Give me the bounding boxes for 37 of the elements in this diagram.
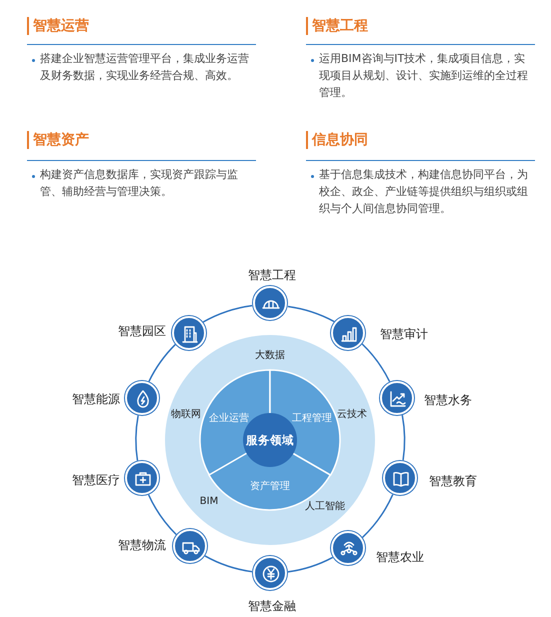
section-description: 构建资产信息数据库，实现资产跟踪与监管、辅助经营与管理决策。 xyxy=(40,167,239,200)
domain-label: 智慧审计 xyxy=(380,327,428,341)
section-heading: 智慧工程 xyxy=(306,17,368,35)
section-heading: 智慧资产 xyxy=(27,131,89,149)
domain-label: 智慧物流 xyxy=(118,538,166,552)
domain-label: 智慧金融 xyxy=(248,599,296,613)
ring-connector xyxy=(135,416,139,461)
sector-label: 工程管理 xyxy=(292,412,332,425)
section-description: 运用BIM咨询与IT技术，集成项目信息，实现项目从规划、设计、实施到运维的全过程管理。 xyxy=(319,51,529,101)
center-label: 服务领域 xyxy=(246,432,294,448)
domain-label: 智慧农业 xyxy=(376,550,424,564)
domain-label: 智慧教育 xyxy=(429,474,477,488)
domain-label: 智慧医疗 xyxy=(72,473,120,487)
ring-connector xyxy=(362,494,394,538)
technology-label: 大数据 xyxy=(255,348,285,362)
ring-connector xyxy=(148,344,176,382)
sector-label: 资产管理 xyxy=(250,480,290,493)
section-heading: 智慧运营 xyxy=(27,17,89,35)
technology-label: 云技术 xyxy=(337,408,367,421)
ring-connector xyxy=(402,415,406,460)
ring-connector xyxy=(202,304,252,323)
ring-connector xyxy=(362,343,390,382)
domain-label: 智慧工程 xyxy=(248,268,296,282)
domain-label: 智慧园区 xyxy=(118,324,166,338)
section-description: 基于信息集成技术，构建信息协同平台，为校企、政企、产业链等提供组织与组织或组织与个人间信息协同管理。 xyxy=(319,167,529,217)
domain-label: 智慧水务 xyxy=(424,393,472,407)
section-description: 搭建企业智慧运营管理平台，集成业务运营及财务数据，实现业务经营合规、高效。 xyxy=(40,51,250,84)
technology-label: 人工智能 xyxy=(305,500,345,513)
technology-label: BIM xyxy=(200,496,218,507)
ring-connector xyxy=(148,494,177,536)
section-heading: 信息协同 xyxy=(306,131,368,149)
ring-connector xyxy=(288,556,333,573)
ring-connector xyxy=(204,555,252,572)
domain-label: 智慧能源 xyxy=(72,392,120,406)
technology-label: 物联网 xyxy=(171,408,201,421)
ring-connector xyxy=(288,306,334,322)
sector-label: 企业运营 xyxy=(209,412,249,425)
